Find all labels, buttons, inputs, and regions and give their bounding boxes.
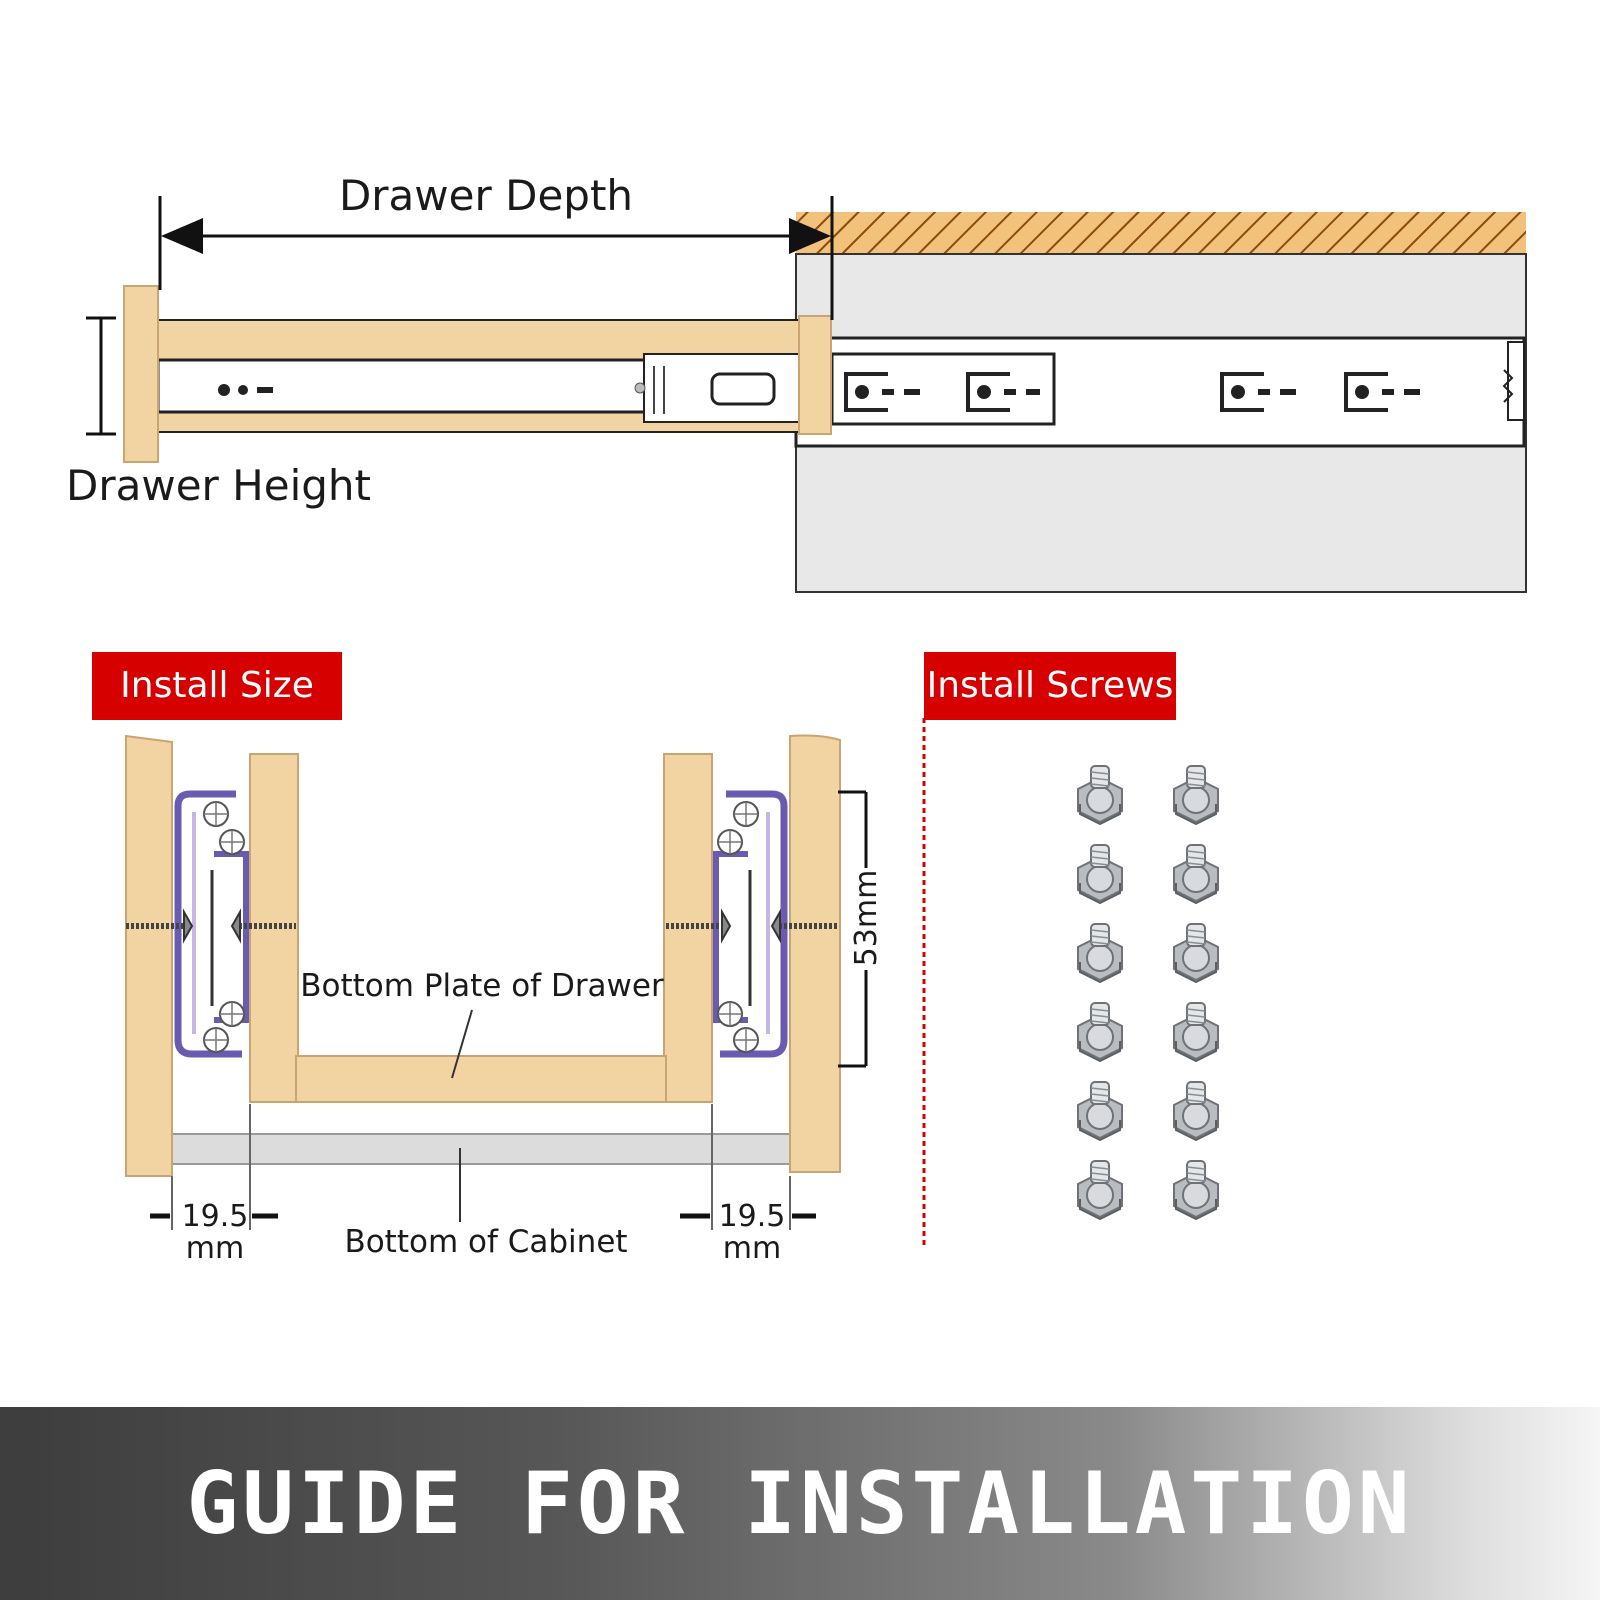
wood-screws (126, 908, 838, 944)
screw-icon (1173, 923, 1219, 983)
banner-title: GUIDE FOR INSTALLATION (186, 1453, 1414, 1554)
screw-icon (1173, 1081, 1219, 1141)
screw-icon (1173, 1002, 1219, 1062)
bottom-cabinet-label: Bottom of Cabinet (344, 1224, 627, 1260)
install-size-badge: Install Size (92, 652, 342, 720)
drawer-depth-label: Drawer Depth (339, 171, 633, 220)
cabinet-bottom-board (155, 1133, 797, 1165)
middle-rail-section (830, 352, 1056, 426)
gap-right-unit: mm (723, 1231, 781, 1266)
drawer-bottom-plate (295, 1055, 667, 1103)
mounting-slots (844, 372, 1388, 412)
gap-right-value: 19.5 (719, 1199, 786, 1234)
screw-icon (1173, 765, 1219, 825)
cabinet-right-wall (789, 734, 841, 1173)
drawer-back (798, 315, 832, 435)
screw-icon (1077, 765, 1123, 825)
drawer-front (123, 285, 159, 463)
screw-icon (1077, 923, 1123, 983)
cabinet-left-wall (125, 734, 173, 1177)
height-53mm-label: 53mm (849, 870, 884, 967)
countertop-hatch (796, 212, 1526, 254)
screw-icon (1077, 1081, 1123, 1141)
screw-icon (1077, 1160, 1123, 1220)
drawer-rail-holes (218, 384, 273, 396)
top-slide-diagram: Drawer Depth Drawer Height (66, 171, 1527, 593)
bottom-plate-label: Bottom Plate of Drawer (300, 968, 664, 1004)
drawer-height-label: Drawer Height (66, 461, 371, 510)
screw-icon (1077, 844, 1123, 904)
gap-left-unit: mm (186, 1231, 244, 1266)
gap-left-value: 19.5 (182, 1199, 249, 1234)
screw-icon (1173, 844, 1219, 904)
guide-banner: GUIDE FOR INSTALLATION (0, 1407, 1600, 1600)
screw-icon (1173, 1160, 1219, 1220)
screw-icon (1077, 1002, 1123, 1062)
install-screws-badge: Install Screws (924, 652, 1176, 720)
screw-grid (1077, 765, 1219, 1220)
install-size-diagram: 53mm Bottom Plate of Drawer Bottom of Ca… (125, 734, 884, 1266)
